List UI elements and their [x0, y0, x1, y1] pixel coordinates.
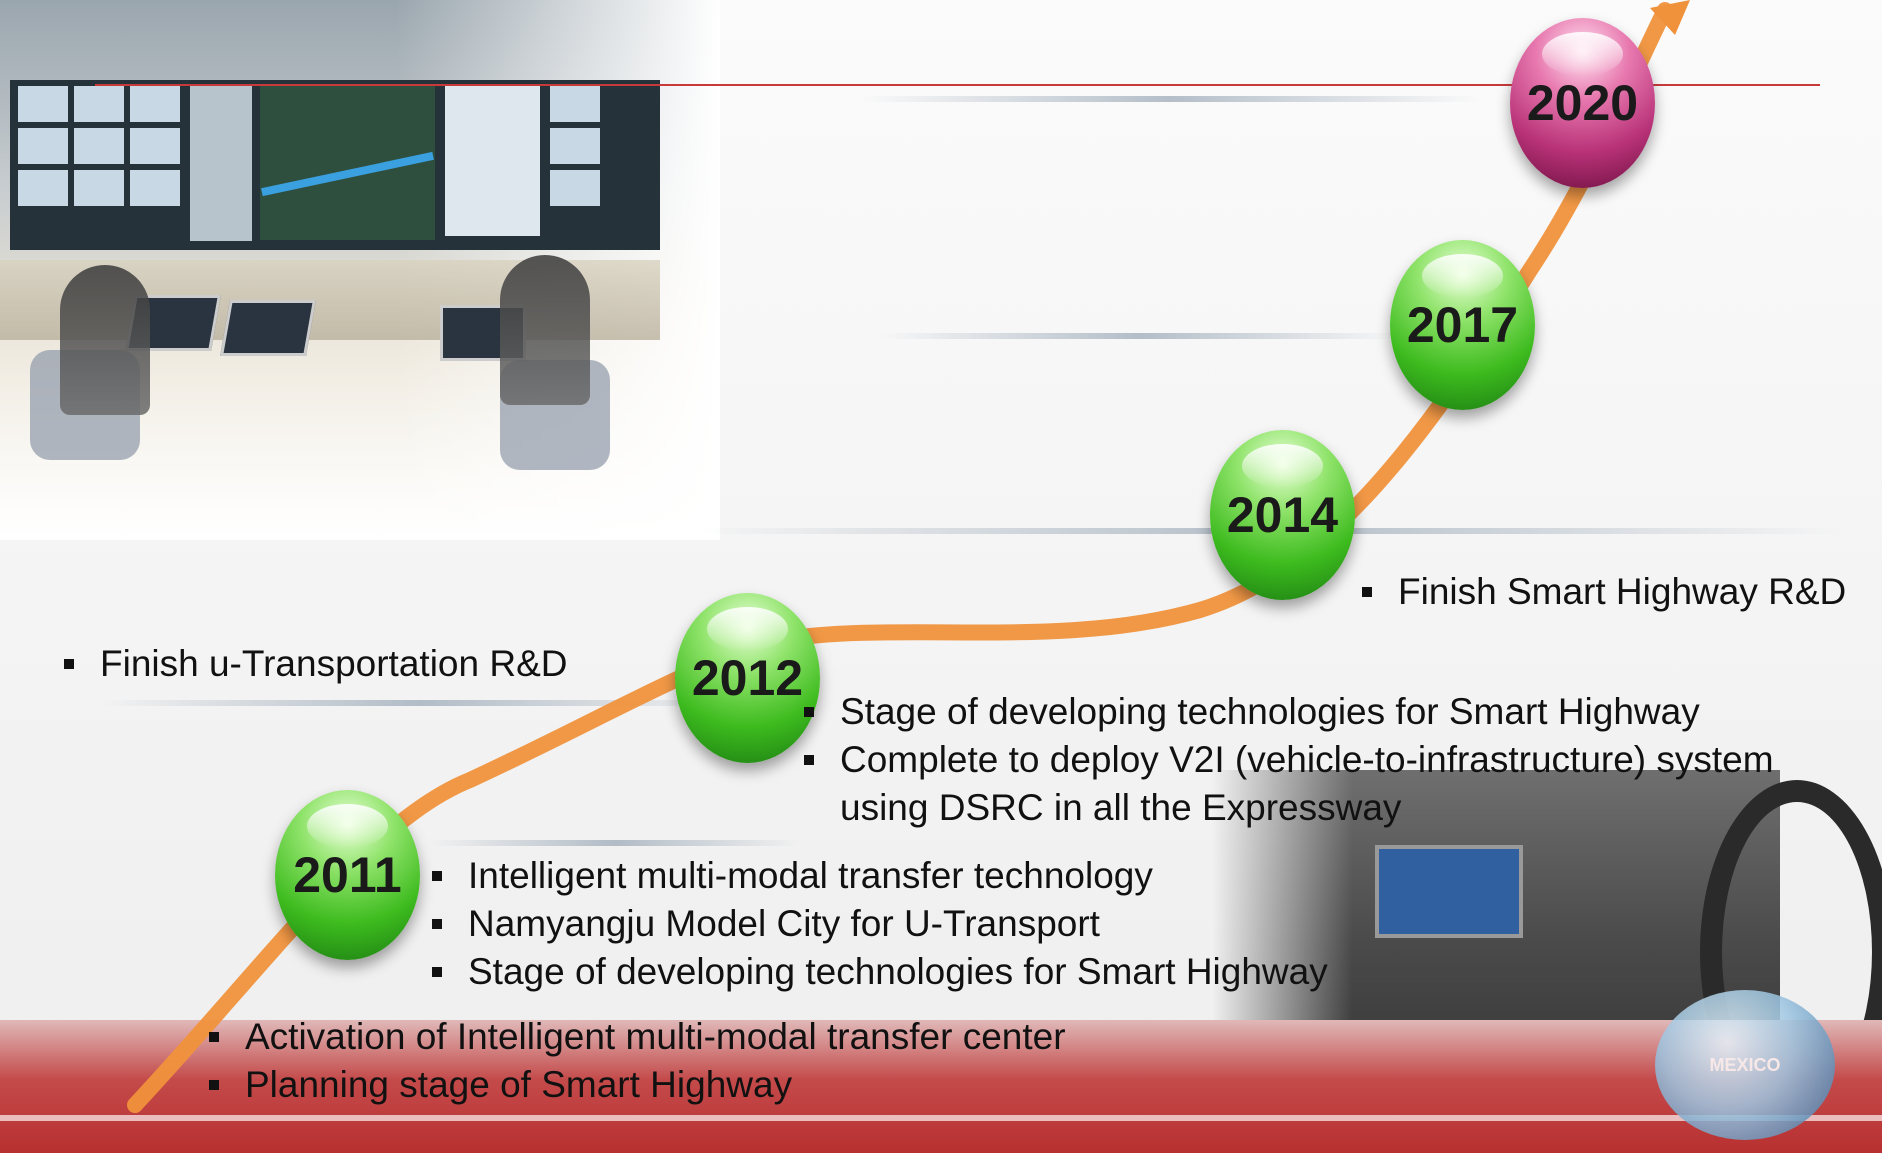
milestone-2011-list: Intelligent multi-modal transfer technol…	[428, 852, 1328, 996]
list-item: Stage of developing technologies for Sma…	[800, 688, 1774, 736]
base-stage-list: Activation of Intelligent multi-modal tr…	[205, 1013, 1066, 1109]
list-item: Stage of developing technologies for Sma…	[428, 948, 1328, 996]
list-item-continuation: using DSRC in all the Expressway	[840, 787, 1402, 828]
year-ball-2014: 2014	[1210, 430, 1355, 600]
list-item: Activation of Intelligent multi-modal tr…	[205, 1013, 1066, 1061]
header-rule	[95, 84, 1820, 86]
list-item: Intelligent multi-modal transfer technol…	[428, 852, 1328, 900]
list-item: Namyangju Model City for U-Transport	[428, 900, 1328, 948]
operator-person	[60, 265, 150, 415]
operator-person	[500, 255, 590, 405]
glow-line	[100, 700, 740, 706]
milestone-2012-left-list: Finish u-Transportation R&D	[60, 640, 567, 688]
list-item: Finish u-Transportation R&D	[60, 640, 567, 688]
milestone-2012-right-list: Stage of developing technologies for Sma…	[800, 688, 1774, 832]
year-ball-2012: 2012	[675, 593, 820, 763]
year-ball-2020: 2020	[1510, 18, 1655, 188]
glow-line	[880, 333, 1400, 339]
video-wall-image	[10, 80, 660, 250]
year-ball-2017: 2017	[1390, 240, 1535, 410]
car-navigation-screen	[1375, 845, 1523, 938]
list-item: Complete to deploy V2I (vehicle-to-infra…	[800, 736, 1774, 832]
year-ball-2011: 2011	[275, 790, 420, 960]
glow-line	[430, 840, 800, 846]
milestone-2014-list: Finish Smart Highway R&D	[1358, 568, 1846, 616]
list-item: Finish Smart Highway R&D	[1358, 568, 1846, 616]
road-marking	[0, 1115, 1882, 1121]
road-background	[0, 1020, 1882, 1153]
list-item: Planning stage of Smart Highway	[205, 1061, 1066, 1109]
event-logo: MEXICO	[1655, 990, 1835, 1140]
glow-line	[860, 96, 1480, 102]
